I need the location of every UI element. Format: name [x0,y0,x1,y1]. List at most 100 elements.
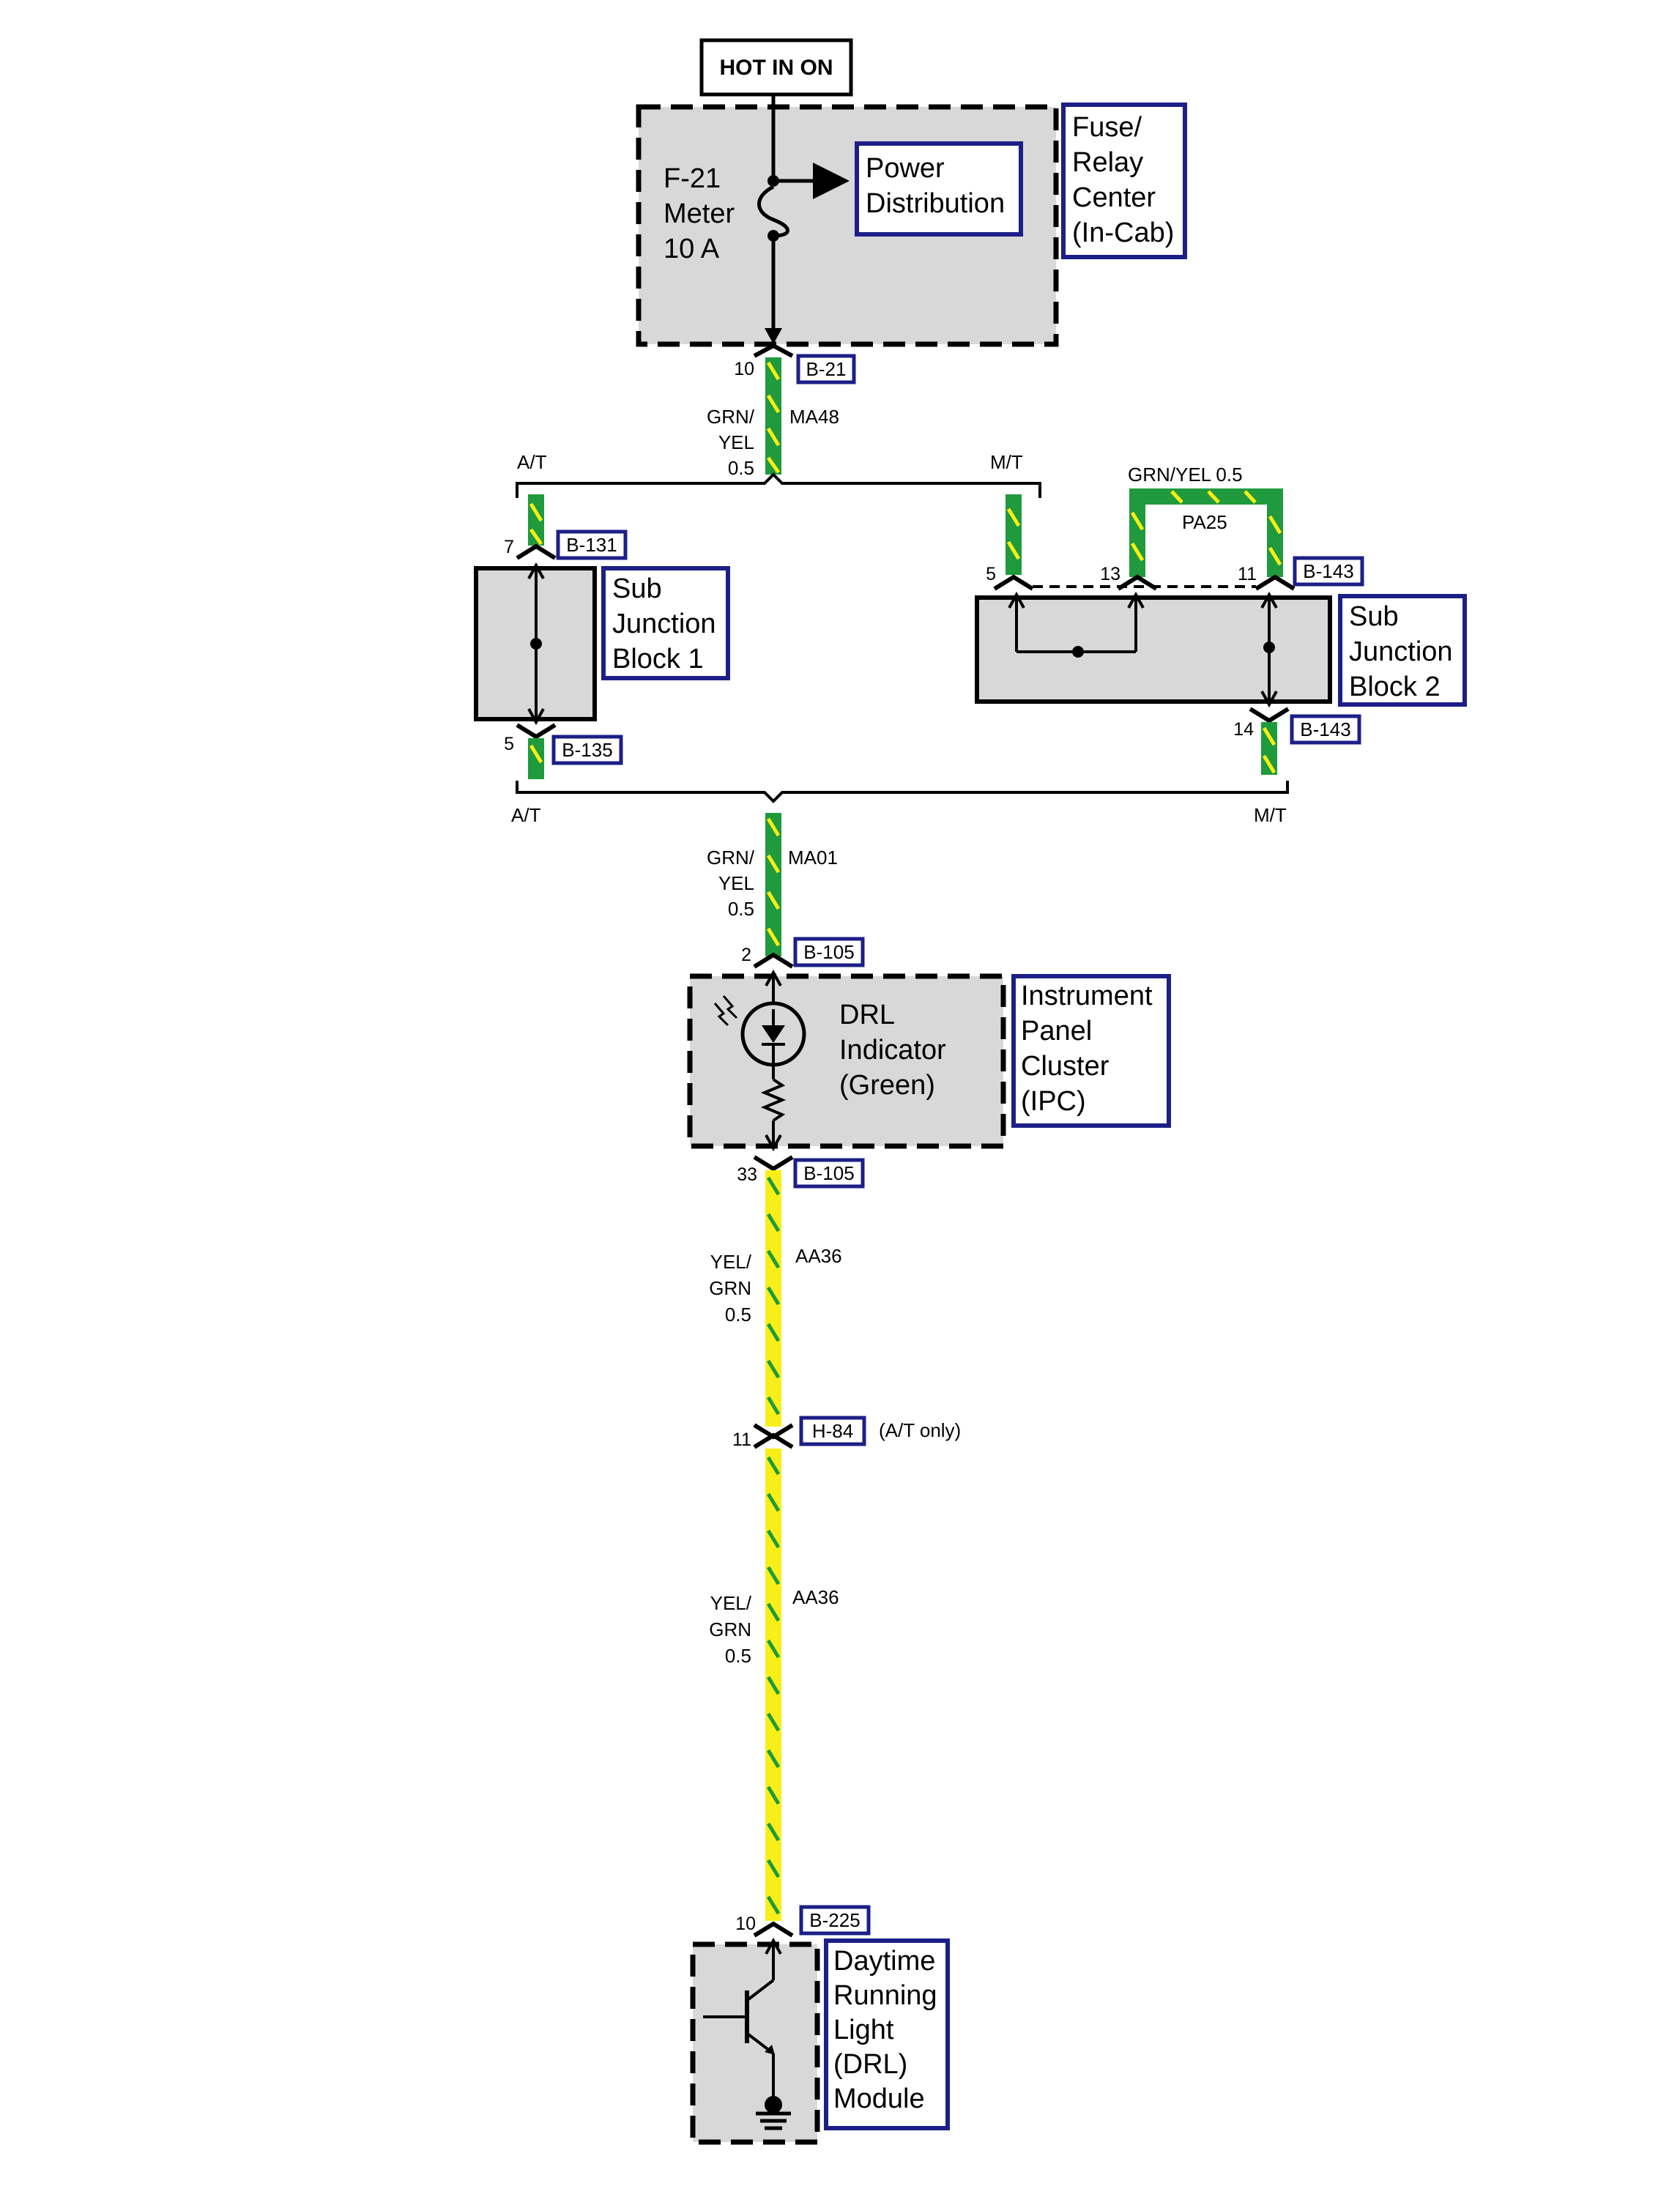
conn-b131-box [556,529,628,560]
conn-b135-id: B-135 [562,739,612,761]
conn-b105-top-box [793,937,865,967]
drl-name-5: Module [833,2083,925,2114]
split-top-mt: M/T [990,451,1023,473]
drl-name-2: Running [833,1980,937,2011]
drl-indicator-line3: (Green) [839,1070,935,1101]
conn-h84-note: (A/T only) [879,1419,961,1441]
conn-b225-box [799,1905,871,1936]
sjb2-name-3: Block 2 [1349,672,1441,702]
split-bracket-top: A/T M/T [516,451,1041,498]
instrument-panel-cluster: 2 B-105 DRL Indicator (Green) 33 B-105 I… [687,937,1171,1189]
conn-b105-top-id: B-105 [803,941,854,963]
conn-b143-bottom-symbol [1249,707,1290,724]
conn-h84-box [799,1416,866,1446]
conn-b135-box [551,735,623,765]
sjb2-name-2: Junction [1349,636,1453,667]
hot-in-on-label: HOT IN ON [720,56,833,80]
wire-aa36-upper: YEL/ GRN 0.5 AA36 [709,1170,842,1427]
sjb2-pin-b: 13 [1100,564,1120,584]
fuse-name: F-21 [664,163,721,194]
conn-b21-id: B-21 [806,358,847,380]
ma01-circuit: MA01 [788,847,838,869]
wire-ma48: 10 B-21 GRN/ YEL 0.5 MA48 [707,343,856,479]
aa36-upper-circuit: AA36 [795,1245,842,1267]
ipc-top-pin: 2 [741,945,751,965]
ground-icon [756,2096,791,2130]
pa25-color: GRN/YEL 0.5 [1128,464,1243,486]
sjb2-pin5-symbol [993,574,1034,591]
conn-b131-symbol [516,543,557,560]
conn-b21-pin: 10 [734,359,754,379]
frc-name-3: Center [1072,182,1156,213]
conn-b21-symbol [753,343,794,358]
sub-junction-block-2: 5 13 11 B-143 14 B-143 Sub Junction Bloc… [975,494,1467,775]
drl-indicator-line1: DRL [839,1000,895,1030]
aa36-upper-color-1: YEL/ [710,1251,752,1273]
conn-b21-box [796,354,856,384]
wire-ma01: GRN/ YEL 0.5 MA01 [707,813,838,956]
ipc-name-1: Instrument [1021,981,1153,1011]
conn-h84-id: H-84 [812,1420,853,1442]
ma48-circuit: MA48 [789,406,839,428]
resistor-icon [760,1078,787,1122]
conn-b131-id: B-131 [566,534,617,556]
power-distribution-box [855,141,1023,237]
sjb2-name-1: Sub [1349,601,1399,632]
ipc-bottom-pin: 33 [737,1164,757,1185]
wire-aa36-lower: YEL/ GRN 0.5 AA36 [709,1449,839,1921]
aa36-lower-color-3: 0.5 [725,1645,751,1667]
aa36-upper-color-2: GRN [709,1277,751,1299]
sjb2-bottom-pin: 14 [1233,719,1254,740]
drl-pin: 10 [735,1914,756,1934]
drl-module: 10 B-225 Daytime Running Light (DRL) Mod… [690,1905,950,2145]
ma01-color-2: YEL [718,872,754,894]
frc-name-1: Fuse/ [1072,112,1142,143]
ipc-name-3: Cluster [1021,1051,1110,1082]
split-bottom-mt: M/T [1254,804,1287,826]
drl-name-4: (DRL) [833,2049,907,2080]
sub-junction-block-1: 7 B-131 5 B-135 Sub Junction Block 1 [474,494,730,779]
sjb1-bottom-pin: 5 [504,734,514,754]
conn-b135-symbol [516,723,557,740]
conn-b143-top-box [1293,556,1364,587]
ma48-color-3: 0.5 [728,457,754,479]
sjb1-name-1: Sub [612,573,662,604]
sjb2-pin13-symbol [1117,574,1158,591]
conn-b143-bottom-box [1290,714,1361,745]
ipc-label-box [1011,974,1171,1128]
ma48-color-2: YEL [718,431,754,453]
sjb2-pin11-symbol [1255,574,1296,591]
sjb1-top-pin: 7 [504,537,514,557]
fuse-meter: Meter [664,198,735,229]
conn-h84-pin: 11 [732,1430,751,1450]
conn-b143-top-id: B-143 [1303,560,1353,582]
light-emission-icon [713,995,738,1027]
sjb1-name-3: Block 1 [612,644,704,674]
split-bracket-bottom: A/T M/T [511,781,1289,826]
split-top-at: A/T [517,451,547,473]
conn-b143-bottom-id: B-143 [1300,718,1350,740]
jumper-pa25: GRN/YEL 0.5 PA25 [1128,464,1283,577]
drl-name-1: Daytime [833,1946,935,1977]
sjb1-label-box [601,566,730,680]
sjb2-pin-a: 5 [986,564,996,584]
aa36-lower-color-2: GRN [709,1618,751,1640]
drl-indicator-line2: Indicator [839,1035,946,1066]
aa36-upper-color-3: 0.5 [725,1304,751,1326]
conn-h84: 11 H-84 (A/T only) [732,1416,961,1450]
ipc-name-2: Panel [1021,1016,1092,1047]
split-bottom-at: A/T [511,804,541,826]
drl-name-3: Light [833,2015,894,2045]
hot-in-on-box: HOT IN ON [699,38,853,97]
fuse-icon [757,185,789,238]
frc-name-2: Relay [1072,147,1143,178]
ma01-color-3: 0.5 [728,898,754,920]
aa36-lower-circuit: AA36 [792,1586,839,1608]
conn-b105-bottom-symbol [753,1155,794,1172]
fuse-rating: 10 A [664,234,720,264]
conn-b105-bottom-box [793,1158,865,1189]
pa25-circuit: PA25 [1182,511,1227,533]
aa36-lower-color-1: YEL/ [710,1592,752,1614]
